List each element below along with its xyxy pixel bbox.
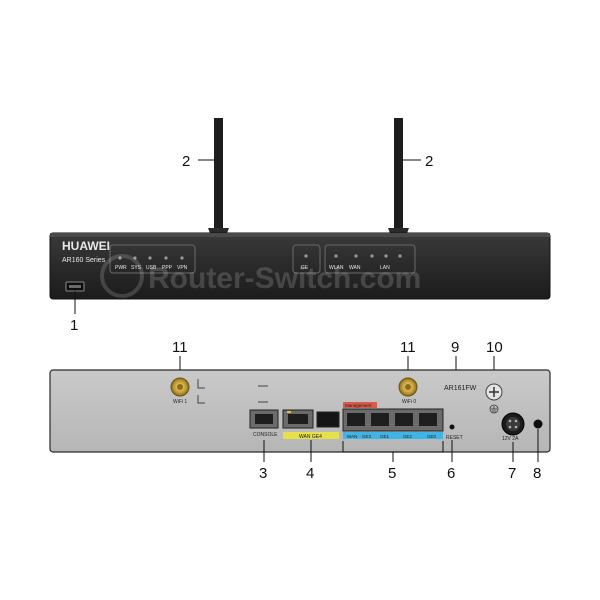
callout-11-right: 11	[400, 339, 416, 356]
led-pwr	[118, 256, 122, 260]
led-ge	[304, 254, 308, 258]
antenna-left	[208, 118, 229, 236]
rear-panel: WiFi 1 WiFi 0 AR161FW CONSOLE WAN G	[49, 369, 551, 453]
led-lan-3	[398, 254, 402, 258]
led-usb	[148, 256, 152, 260]
leader-bracket-5	[342, 441, 444, 462]
reset-label: RESET	[446, 435, 463, 441]
port-label-ge0: GE0	[427, 434, 437, 439]
model-label: AR160 Series	[62, 257, 106, 264]
port-led-group	[324, 244, 416, 274]
rear-model-label: AR161FW	[444, 385, 477, 392]
callout-2-right: 2	[425, 153, 433, 170]
led-label-vpn: VPN	[177, 265, 188, 271]
ethernet-port-ge3	[371, 413, 389, 426]
led-group	[109, 244, 196, 274]
brand-label: HUAWEI	[62, 239, 110, 253]
port-label-ge1: GE1	[380, 434, 390, 439]
lan-label: LAN	[380, 265, 390, 271]
watermark-text: Router-Switch.com	[148, 262, 421, 295]
led-lan-1	[370, 254, 374, 258]
security-lock-hole	[533, 419, 543, 429]
port-label-ge2: GE2	[403, 434, 413, 439]
antenna-right	[388, 118, 409, 236]
port-label-band	[343, 432, 443, 439]
power-rating-label: 12V 2A	[502, 436, 519, 442]
ethernet-port-wan	[347, 413, 365, 426]
callout-10: 10	[486, 339, 503, 356]
callout-7: 7	[508, 465, 516, 482]
wan-label: WAN	[349, 265, 361, 271]
port-label-ge3: GE3	[362, 434, 372, 439]
wan-ge4-band	[283, 432, 339, 439]
ethernet-port-ge1	[395, 413, 413, 426]
callout-11-left: 11	[172, 339, 188, 356]
port-label-wan: WAN	[347, 434, 357, 439]
callout-2-left: 2	[182, 153, 190, 170]
led-ppp	[164, 256, 168, 260]
led-lan-2	[384, 254, 388, 258]
callout-6: 6	[447, 465, 455, 482]
front-panel: HUAWEI AR160 Series PWR SYS USB PPP VPN …	[49, 232, 551, 300]
callout-5: 5	[388, 465, 396, 482]
led-label-pwr: PWR	[115, 265, 127, 271]
wan-ge4-label: WAN GE4	[299, 434, 322, 440]
led-sys	[133, 256, 137, 260]
callout-4: 4	[306, 465, 314, 482]
wifi1-label: WiFi 1	[173, 399, 187, 405]
ge-label: GE	[301, 265, 309, 271]
watermark: Router-Switch.com	[100, 254, 421, 298]
management-label: Management	[345, 403, 372, 408]
led-vpn	[180, 256, 184, 260]
led-label-ppp: PPP	[162, 265, 173, 271]
ge-led-group	[292, 244, 321, 274]
callout-8: 8	[533, 465, 541, 482]
callout-9: 9	[451, 339, 459, 356]
led-wlan	[334, 254, 338, 258]
wifi0-label: WiFi 0	[402, 399, 416, 405]
ethernet-port-block	[342, 408, 444, 432]
management-banner	[343, 402, 377, 408]
wlan-label: WLAN	[329, 265, 344, 271]
sfp-port	[316, 411, 340, 428]
console-label: CONSOLE	[253, 432, 278, 438]
ground-icon	[489, 404, 499, 414]
led-label-usb: USB	[146, 265, 157, 271]
ethernet-port-ge2	[419, 413, 437, 426]
callout-3: 3	[259, 465, 267, 482]
callout-1: 1	[70, 317, 78, 334]
reset-button	[449, 424, 455, 430]
led-label-sys: SYS	[131, 265, 142, 271]
led-wan	[354, 254, 358, 258]
